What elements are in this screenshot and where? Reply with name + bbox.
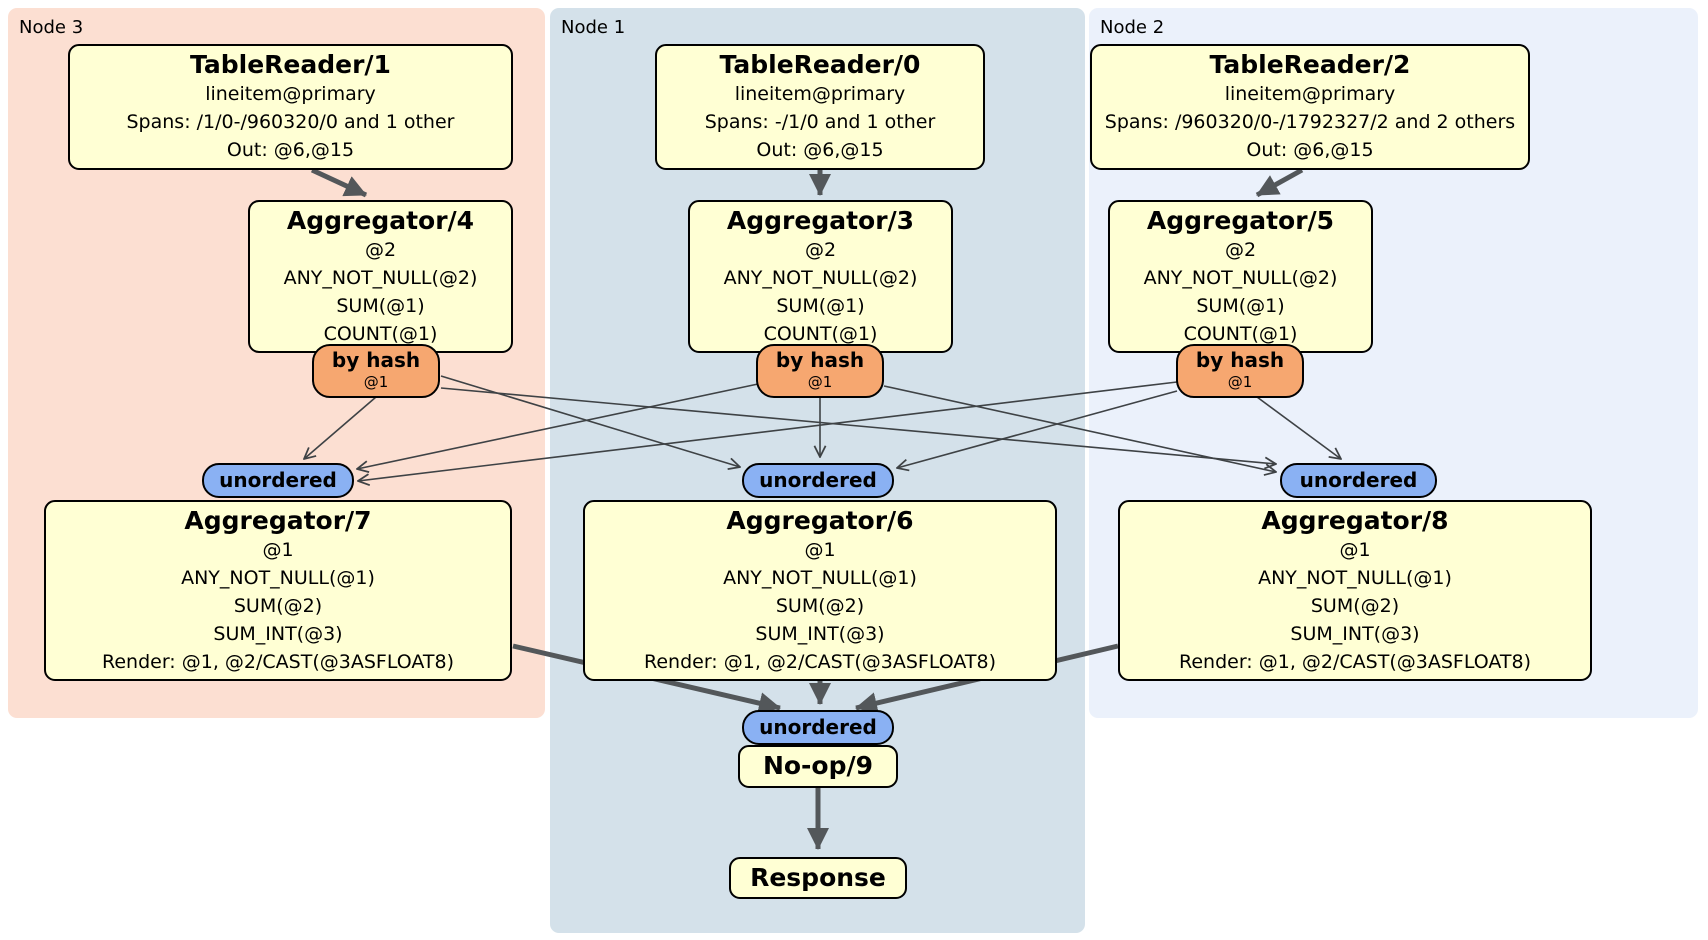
plan-edge: [897, 390, 1178, 468]
by-hash-router-node3-label: by hash: [331, 348, 421, 372]
aggregator-8-fn-1: ANY_NOT_NULL(@1): [1258, 567, 1452, 589]
aggregator-5-fn-2: SUM(@1): [1196, 295, 1285, 317]
aggregator-3-title: Aggregator/3: [726, 206, 915, 235]
aggregator-7-title: Aggregator/7: [184, 506, 372, 535]
by-hash-router-node2-label: by hash: [1195, 348, 1285, 372]
aggregator-5-processor: Aggregator/5 @2 ANY_NOT_NULL(@2) SUM(@1)…: [1108, 200, 1373, 353]
by-hash-router-node1: by hash @1: [756, 344, 884, 398]
aggregator-7-fn-3: SUM_INT(@3): [213, 623, 343, 645]
by-hash-router-node2-column: @1: [1227, 373, 1253, 391]
plan-edge: [440, 375, 740, 467]
aggregator-6-fn-3: SUM_INT(@3): [755, 623, 885, 645]
aggregator-8-group-cols: @1: [1339, 539, 1371, 561]
aggregator-4-group-cols: @2: [364, 239, 397, 261]
tablereader-0-title: TableReader/0: [719, 50, 921, 79]
aggregator-6-fn-2: SUM(@2): [775, 595, 865, 617]
aggregator-4-fn-1: ANY_NOT_NULL(@2): [283, 267, 478, 289]
aggregator-7-processor: Aggregator/7 @1 ANY_NOT_NULL(@1) SUM(@2)…: [44, 500, 512, 681]
by-hash-router-node1-label: by hash: [775, 348, 865, 372]
tablereader-2-title: TableReader/2: [1209, 50, 1411, 79]
tablereader-2-out: Out: @6,@15: [1246, 139, 1374, 161]
aggregator-6-title: Aggregator/6: [726, 506, 914, 535]
unordered-stream-node3: unordered: [202, 463, 354, 498]
aggregator-6-render: Render: @1, @2/CAST(@3ASFLOAT8): [644, 651, 996, 673]
aggregator-7-fn-1: ANY_NOT_NULL(@1): [181, 567, 375, 589]
unordered-stream-final: unordered: [742, 710, 894, 745]
tablereader-2-index: lineitem@primary: [1224, 83, 1396, 105]
plan-edge: [883, 385, 1276, 472]
plan-edge: [1255, 167, 1304, 198]
plan-edge: [1256, 396, 1341, 459]
by-hash-router-node3: by hash @1: [312, 344, 440, 398]
tablereader-2-spans: Spans: /960320/0-/1792327/2 and 2 others: [1104, 111, 1516, 133]
noop-title: No-op/9: [762, 751, 874, 780]
aggregator-8-processor: Aggregator/8 @1 ANY_NOT_NULL(@1) SUM(@2)…: [1118, 500, 1592, 681]
aggregator-5-title: Aggregator/5: [1146, 206, 1335, 235]
plan-edge: [358, 381, 1178, 481]
tablereader-0-spans: Spans: -/1/0 and 1 other: [704, 111, 936, 133]
aggregator-5-fn-3: COUNT(@1): [1183, 323, 1298, 345]
aggregator-8-render: Render: @1, @2/CAST(@3ASFLOAT8): [1179, 651, 1531, 673]
response-title: Response: [750, 863, 886, 892]
by-hash-router-node3-column: @1: [363, 373, 389, 391]
tablereader-2-processor: TableReader/2 lineitem@primary Spans: /9…: [1090, 44, 1530, 170]
tablereader-0-index: lineitem@primary: [734, 83, 906, 105]
aggregator-3-group-cols: @2: [804, 239, 837, 261]
region-node1-label: Node 1: [561, 17, 626, 38]
aggregator-4-fn-3: COUNT(@1): [323, 323, 438, 345]
aggregator-7-render: Render: @1, @2/CAST(@3ASFLOAT8): [102, 651, 454, 673]
tablereader-1-processor: TableReader/1 lineitem@primary Spans: /1…: [68, 44, 513, 170]
tablereader-1-index: lineitem@primary: [205, 83, 376, 105]
tablereader-1-spans: Spans: /1/0-/960320/0 and 1 other: [126, 111, 455, 133]
plan-edge: [440, 387, 1276, 464]
plan-edge: [304, 396, 377, 459]
aggregator-6-group-cols: @1: [804, 539, 836, 561]
by-hash-router-node2: by hash @1: [1176, 344, 1304, 398]
aggregator-3-fn-3: COUNT(@1): [763, 323, 878, 345]
aggregator-4-processor: Aggregator/4 @2 ANY_NOT_NULL(@2) SUM(@1)…: [248, 200, 513, 353]
aggregator-4-title: Aggregator/4: [286, 206, 475, 235]
aggregator-7-fn-2: SUM(@2): [233, 595, 323, 617]
tablereader-0-processor: TableReader/0 lineitem@primary Spans: -/…: [655, 44, 985, 170]
tablereader-0-out: Out: @6,@15: [756, 139, 884, 161]
region-node3-label: Node 3: [19, 17, 84, 38]
aggregator-6-processor: Aggregator/6 @1 ANY_NOT_NULL(@1) SUM(@2)…: [583, 500, 1057, 681]
aggregator-8-title: Aggregator/8: [1261, 506, 1449, 535]
aggregator-6-fn-1: ANY_NOT_NULL(@1): [723, 567, 917, 589]
plan-edge: [310, 167, 368, 198]
aggregator-3-processor: Aggregator/3 @2 ANY_NOT_NULL(@2) SUM(@1)…: [688, 200, 953, 353]
aggregator-5-fn-1: ANY_NOT_NULL(@2): [1143, 267, 1338, 289]
aggregator-8-fn-2: SUM(@2): [1310, 595, 1400, 617]
plan-edge: [357, 383, 759, 469]
unordered-stream-node2: unordered: [1280, 463, 1437, 498]
aggregator-3-fn-1: ANY_NOT_NULL(@2): [723, 267, 918, 289]
unordered-stream-node1: unordered: [742, 463, 894, 498]
aggregator-8-fn-3: SUM_INT(@3): [1290, 623, 1420, 645]
noop-processor: No-op/9: [738, 745, 898, 788]
tablereader-1-out: Out: @6,@15: [226, 139, 355, 161]
response-node: Response: [729, 857, 907, 899]
by-hash-router-node1-column: @1: [807, 373, 833, 391]
aggregator-7-group-cols: @1: [262, 539, 294, 561]
tablereader-1-title: TableReader/1: [190, 50, 391, 79]
aggregator-4-fn-2: SUM(@1): [336, 295, 425, 317]
region-node2-label: Node 2: [1100, 17, 1165, 38]
aggregator-5-group-cols: @2: [1224, 239, 1257, 261]
aggregator-3-fn-2: SUM(@1): [776, 295, 865, 317]
